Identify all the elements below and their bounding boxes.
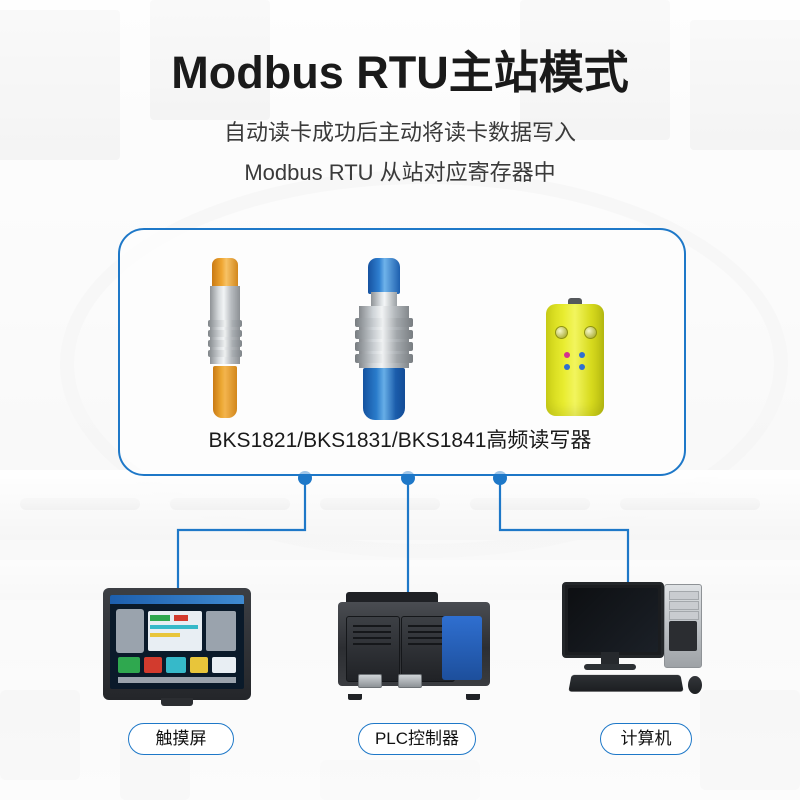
reader-thread	[355, 342, 413, 351]
mounting-hole-icon	[555, 326, 568, 339]
plc-port	[358, 674, 382, 688]
hmi-stand	[161, 698, 193, 706]
reader-tail	[213, 366, 237, 418]
reader-thread	[355, 354, 413, 363]
led-indicator	[579, 352, 585, 358]
pc-monitor	[562, 582, 664, 658]
reader-connector	[568, 298, 582, 308]
reader-thread	[355, 318, 413, 327]
pc-keyboard	[568, 674, 684, 692]
reader-tail	[363, 368, 405, 420]
pc-monitor-base	[584, 664, 636, 670]
mounting-hole-icon	[584, 326, 597, 339]
pc-tower-panel	[669, 621, 697, 651]
rfid-reader-bks1831	[355, 258, 413, 420]
reader-cap	[368, 258, 400, 294]
device-touch-panel	[103, 588, 251, 706]
device-label-computer: 计算机	[600, 723, 692, 755]
reader-thread	[208, 340, 242, 347]
pc-monitor-neck	[601, 652, 619, 664]
device-plc-controller	[338, 592, 490, 700]
reader-thread	[208, 330, 242, 337]
reader-thread	[208, 320, 242, 327]
pc-tower	[664, 584, 702, 668]
reader-thread	[355, 330, 413, 339]
page-title: Modbus RTU主站模式	[171, 47, 629, 98]
reader-panel-caption: BKS1821/BKS1831/BKS1841高频读写器	[208, 429, 592, 452]
device-computer	[552, 582, 704, 700]
reader-cap	[212, 258, 238, 288]
led-indicator	[579, 364, 585, 370]
plc-chassis	[338, 602, 490, 700]
plc-port	[398, 674, 422, 688]
subtitle-line-2: Modbus RTU 从站对应寄存器中	[244, 160, 556, 185]
hmi-screen	[110, 595, 244, 689]
hmi-titlebar	[110, 595, 244, 604]
led-indicator	[564, 364, 570, 370]
reader-neck	[371, 292, 397, 308]
device-label-touch-panel: 触摸屏	[128, 723, 234, 755]
rfid-reader-bks1821	[208, 258, 242, 418]
plc-terminal-block	[442, 616, 482, 680]
led-indicator	[564, 352, 570, 358]
rfid-reader-bks1841	[546, 298, 604, 416]
subtitle-line-1: 自动读卡成功后主动将读卡数据写入	[223, 120, 576, 145]
device-label-plc: PLC控制器	[358, 723, 476, 755]
pc-monitor-screen	[568, 588, 658, 652]
pc-mouse	[688, 676, 702, 694]
plc-module	[346, 616, 400, 682]
reader-housing	[546, 304, 604, 416]
reader-thread	[208, 350, 242, 357]
